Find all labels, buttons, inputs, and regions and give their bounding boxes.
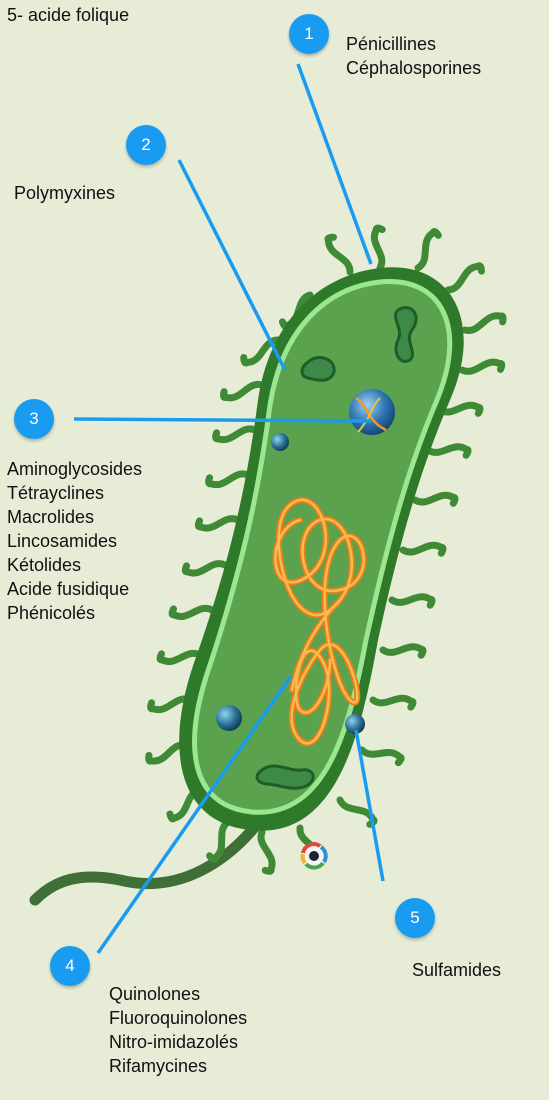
logo-icon [301,843,327,869]
label-polymyxines: Polymyxines [14,181,115,205]
label-tetrayclines: Tétrayclines [7,481,142,505]
badge-5: 5 [395,898,435,938]
pilus [160,653,200,661]
pilus [383,647,423,655]
pilus [418,232,438,268]
target-3-labels: Aminoglycosides Tétrayclines Macrolides … [7,457,142,625]
badge-3: 3 [14,399,54,439]
pilus [448,266,481,290]
target-4-labels: Quinolones Fluoroquinolones Nitro-imidaz… [109,982,247,1078]
pilus [465,316,503,331]
pilus [373,698,413,707]
badge-2: 2 [126,125,166,165]
label-cephalosporines: Céphalosporines [346,56,481,80]
label-quinolones: Quinolones [109,982,247,1006]
pilus [374,228,382,268]
label-aminoglycosides: Aminoglycosides [7,457,142,481]
label-phenicoles: Phénicolés [7,601,142,625]
pilus [328,237,350,272]
pilus [392,597,432,605]
pilus [403,545,443,553]
pilus [209,474,248,485]
pilus [216,429,255,440]
mesosome [257,766,313,788]
target-2-labels: Polymyxines [14,181,115,205]
label-penicillines: Pénicillines [346,32,481,56]
label-rifamycines: Rifamycines [109,1054,247,1078]
label-acide-fusidique: Acide fusidique [7,577,142,601]
granule [271,433,289,451]
pilus [172,608,212,616]
pilus [185,564,225,573]
pilus [198,519,238,528]
pilus [462,362,502,371]
label-lincosamides: Lincosamides [7,529,142,553]
pilus [362,750,401,763]
target-1-labels: Pénicillines Céphalosporines [346,32,481,80]
label-nitro-imidazoles: Nitro-imidazolés [109,1030,247,1054]
leader-line-2 [179,160,285,370]
label-macrolides: Macrolides [7,505,142,529]
target-5-labels: Sulfamides [412,958,501,982]
pilus [261,832,272,871]
pilus [415,495,455,503]
badge-1: 1 [289,14,329,54]
leader-line-3 [74,419,372,421]
header-text: 5- acide folique [7,3,129,27]
pilus [428,447,468,455]
label-fluoroquinolones: Fluoroquinolones [109,1006,247,1030]
flagellum [35,818,262,900]
label-sulfamides: Sulfamides [412,958,501,982]
pilus [223,384,262,398]
granule [216,705,242,731]
label-ketolides: Kétolides [7,553,142,577]
badge-4: 4 [50,946,90,986]
